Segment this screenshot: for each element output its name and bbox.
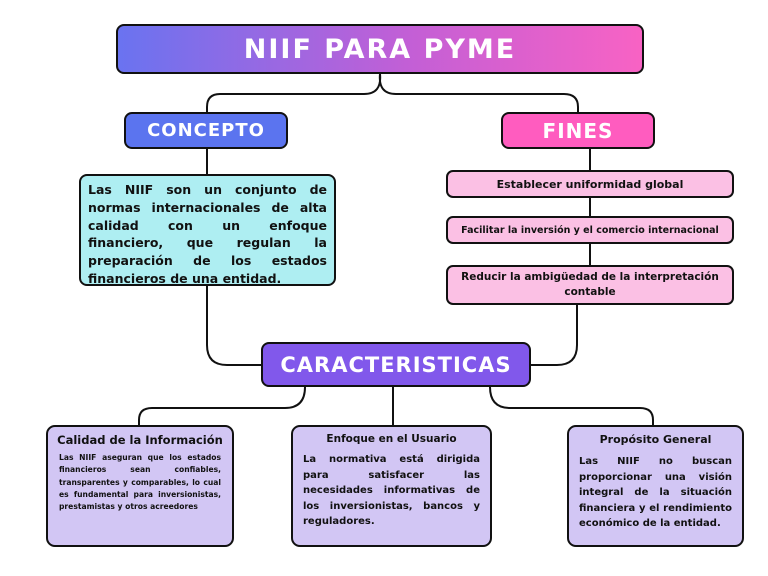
- caracteristicas-label: CARACTERISTICAS: [280, 352, 512, 377]
- caracteristica-card-calidad: Calidad de la Información Las NIIF asegu…: [46, 425, 234, 547]
- connector-caracteristicas-card3: [489, 386, 654, 425]
- fines-item: Reducir la ambigüedad de la interpretaci…: [446, 265, 734, 305]
- card-text: Las NIIF no buscan proporcionar una visi…: [579, 456, 732, 529]
- fines-label: FINES: [542, 118, 614, 143]
- card-title: Calidad de la Información: [57, 433, 223, 447]
- card-text: Las NIIF aseguran que los estados financ…: [59, 453, 221, 512]
- caracteristica-card-enfoque: Enfoque en el Usuario La normativa está …: [291, 425, 492, 547]
- concepto-label: CONCEPTO: [147, 120, 265, 141]
- fines-node: FINES: [501, 112, 655, 149]
- title-node: NIIF PARA PYME: [116, 24, 644, 74]
- concepto-description: Las NIIF son un conjunto de normas inter…: [79, 174, 336, 286]
- title-text: NIIF PARA PYME: [243, 33, 517, 65]
- fines-item: Establecer uniformidad global: [446, 170, 734, 198]
- card-text: La normativa está dirigida para satisfac…: [303, 454, 480, 527]
- connector-concepto-caracteristicas: [206, 286, 261, 366]
- connector-caracteristicas-card1: [138, 386, 306, 425]
- connector-title-fines: [378, 73, 579, 112]
- caracteristica-card-proposito: Propósito General Las NIIF no buscan pro…: [567, 425, 744, 547]
- fines-item: Facilitar la inversión y el comercio int…: [446, 216, 734, 244]
- connector-title-branches: [206, 73, 382, 112]
- connector-fines-caracteristicas: [531, 305, 578, 366]
- caracteristicas-node: CARACTERISTICAS: [261, 342, 531, 387]
- card-title: Propósito General: [599, 433, 712, 446]
- concepto-node: CONCEPTO: [124, 112, 288, 149]
- card-title: Enfoque en el Usuario: [326, 433, 457, 445]
